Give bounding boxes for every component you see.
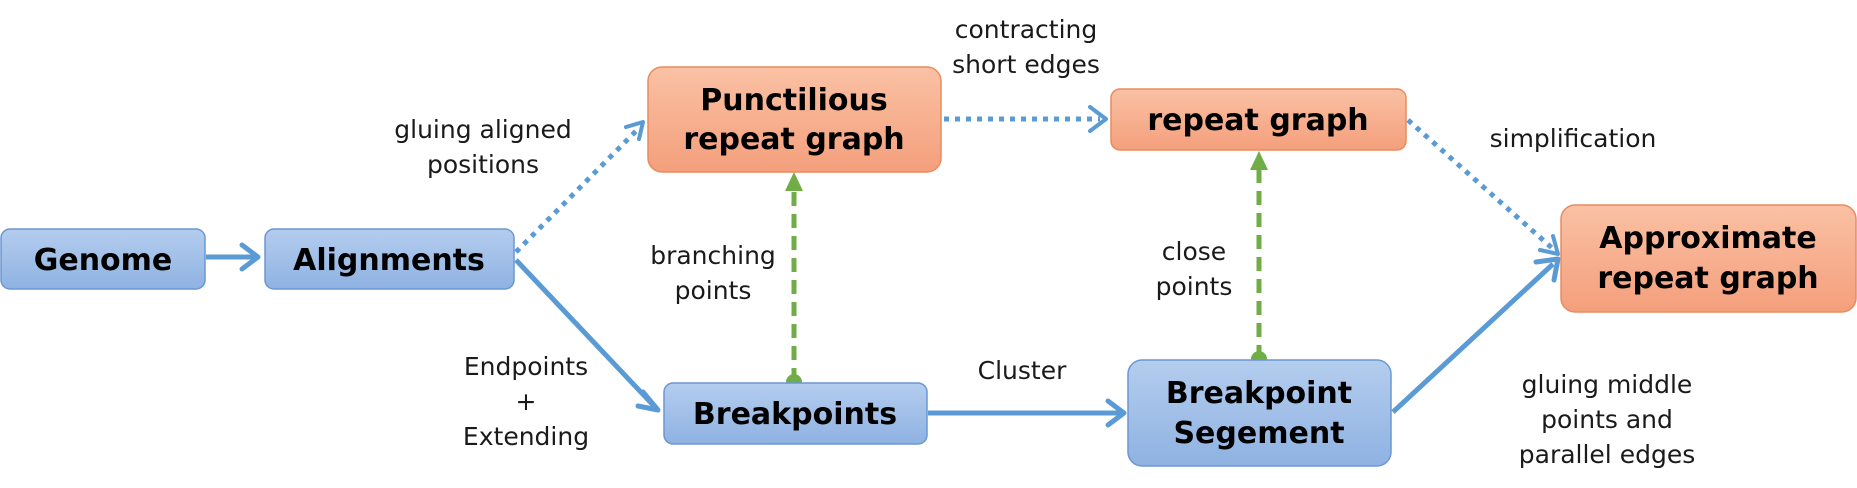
label-contracting-line1: contracting xyxy=(955,15,1098,44)
node-genome-label: Genome xyxy=(34,243,173,278)
nodes: Genome Alignments Punctilious repeat gra… xyxy=(0,66,1857,467)
label-contracting-line2: short edges xyxy=(952,50,1100,79)
label-cluster: Cluster xyxy=(978,356,1067,385)
edge-breakpoints-to-segment xyxy=(928,398,1127,428)
node-punctilious-label-line1: Punctilious xyxy=(700,83,888,118)
label-close-line1: close xyxy=(1162,237,1226,266)
node-punctilious-label-line2: repeat graph xyxy=(683,122,904,157)
label-close-points: close points xyxy=(1156,237,1233,301)
label-gluing-aligned: gluing aligned positions xyxy=(394,115,571,179)
edge-alignments-to-breakpoints xyxy=(514,258,661,413)
edge-alignments-to-punctilious xyxy=(514,120,645,254)
label-simplification: simplification xyxy=(1490,124,1657,153)
node-segment-label-line2: Segement xyxy=(1173,416,1344,451)
label-gluing-aligned-line2: positions xyxy=(427,150,539,179)
node-segment-label-line1: Breakpoint xyxy=(1166,376,1352,411)
node-breakpoints: Breakpoints xyxy=(663,382,928,445)
node-repeat-graph: repeat graph xyxy=(1110,88,1407,151)
node-genome: Genome xyxy=(0,228,206,290)
label-branching-points: branching points xyxy=(650,241,776,305)
label-simplification-line1: simplification xyxy=(1490,124,1657,153)
edge-segment-to-approximate xyxy=(1391,256,1561,414)
label-gluing-aligned-line1: gluing aligned xyxy=(394,115,571,144)
label-close-line2: points xyxy=(1156,272,1233,301)
label-gluing-middle-line2: points and xyxy=(1541,405,1673,434)
label-branching-line2: points xyxy=(675,276,752,305)
node-approximate-label-line1: Approximate xyxy=(1599,221,1816,256)
node-repeat-graph-label: repeat graph xyxy=(1147,103,1368,138)
edge-labels: gluing aligned positions contracting sho… xyxy=(394,15,1695,469)
node-alignments: Alignments xyxy=(264,228,515,290)
label-gluing-middle-line1: gluing middle xyxy=(1522,370,1693,399)
edge-genome-to-alignments xyxy=(206,242,261,272)
label-endpoints-line2: + xyxy=(516,387,537,416)
edge-punctilious-to-repeat-graph xyxy=(944,105,1108,133)
label-endpoints-line3: Extending xyxy=(463,422,589,451)
label-contracting: contracting short edges xyxy=(952,15,1100,79)
edge-branching-points xyxy=(785,172,803,390)
node-alignments-label: Alignments xyxy=(293,243,485,278)
node-approximate-label-line2: repeat graph xyxy=(1597,261,1818,296)
label-branching-line1: branching xyxy=(650,241,776,270)
label-endpoints-line1: Endpoints xyxy=(464,352,588,381)
edge-repeat-graph-to-approximate xyxy=(1406,118,1560,256)
node-punctilious-repeat-graph: Punctilious repeat graph xyxy=(647,66,942,173)
node-approximate-repeat-graph: Approximate repeat graph xyxy=(1560,204,1857,313)
node-breakpoints-label: Breakpoints xyxy=(693,397,897,432)
edge-close-points xyxy=(1250,151,1268,367)
label-gluing-middle: gluing middle points and parallel edges xyxy=(1519,370,1695,469)
label-endpoints-extending: Endpoints + Extending xyxy=(463,352,589,451)
label-gluing-middle-line3: parallel edges xyxy=(1519,440,1695,469)
node-breakpoint-segment: Breakpoint Segement xyxy=(1127,359,1392,467)
label-cluster-line1: Cluster xyxy=(978,356,1067,385)
edges xyxy=(206,105,1561,428)
